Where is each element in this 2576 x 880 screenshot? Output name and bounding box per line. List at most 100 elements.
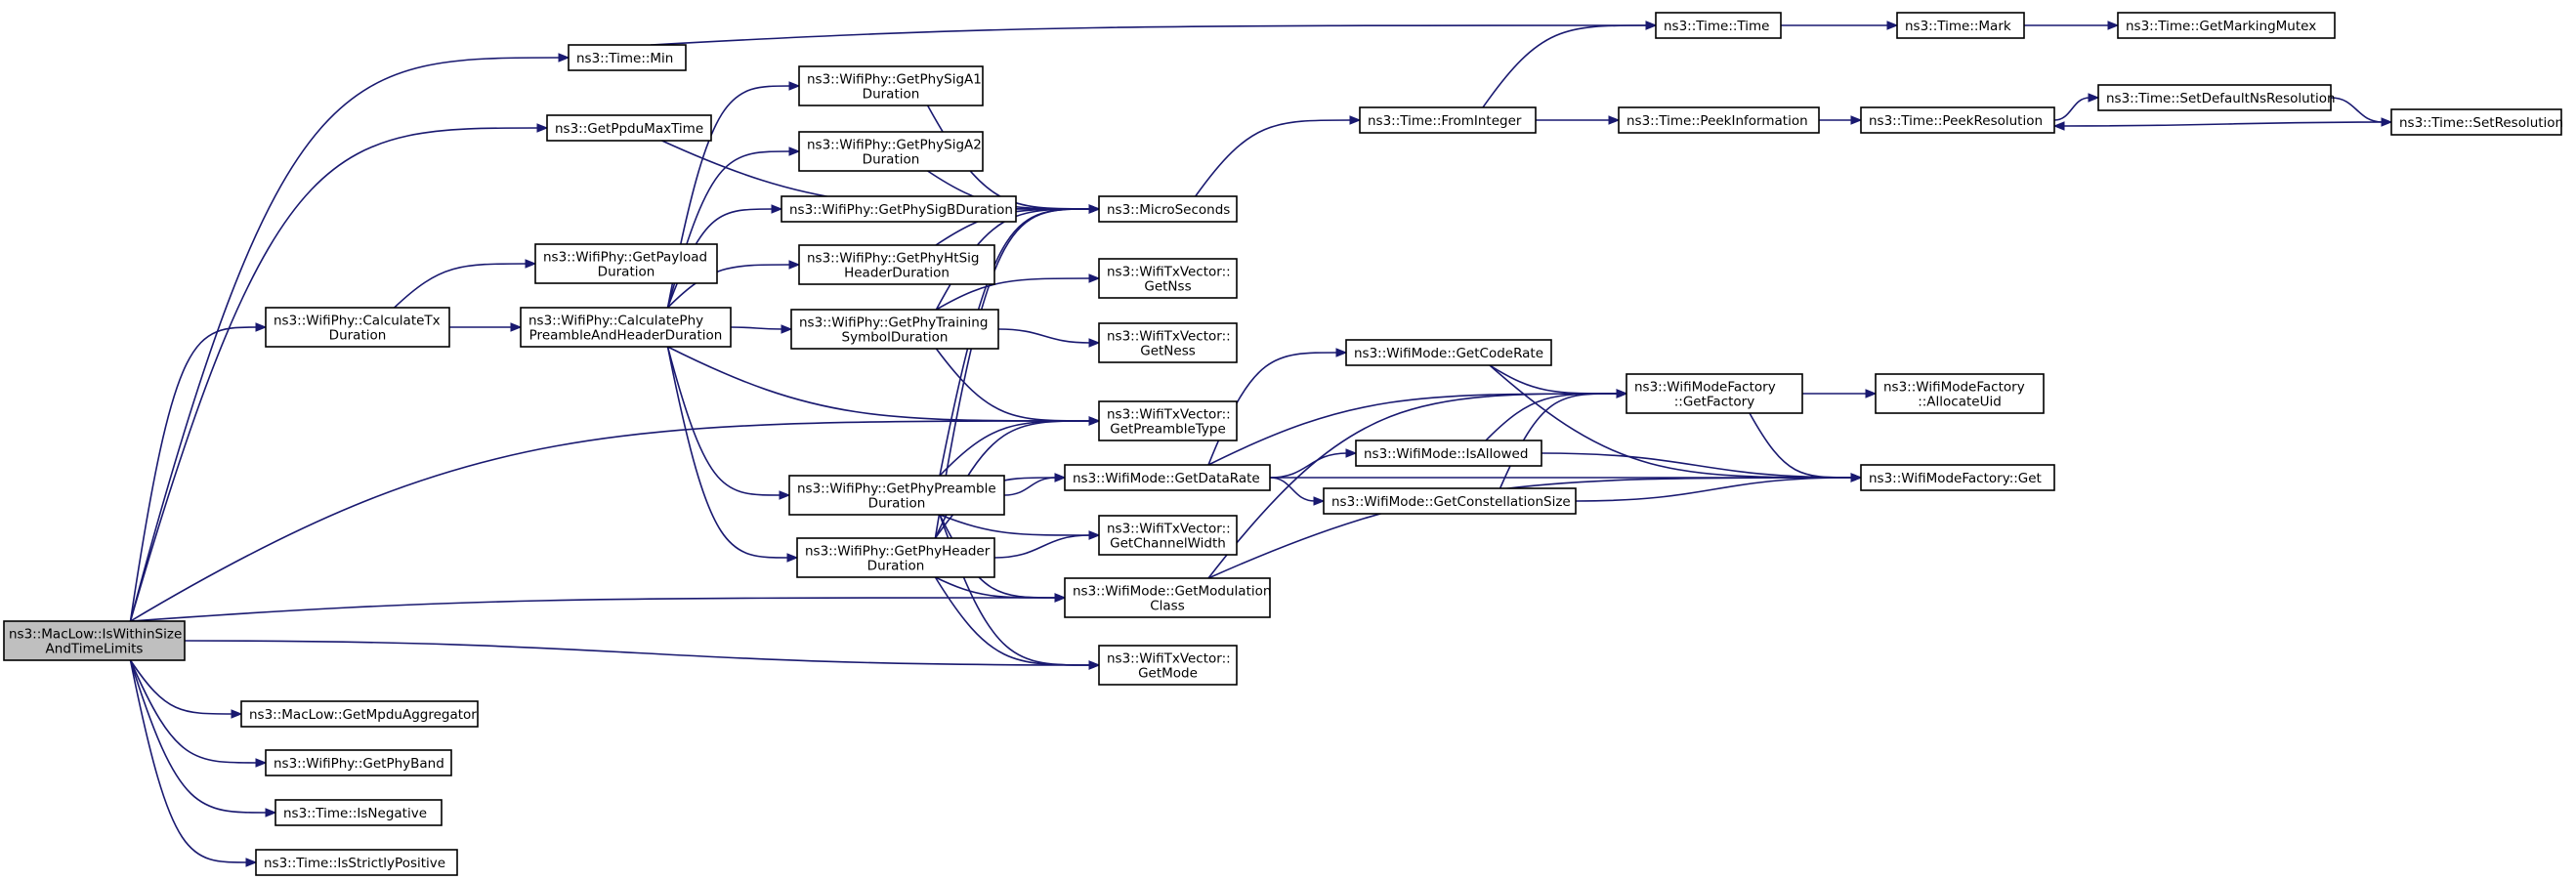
arrowhead bbox=[771, 204, 783, 214]
arrowhead bbox=[788, 147, 801, 156]
node-label: ns3::WifiMode::GetDataRate bbox=[1073, 471, 1260, 486]
node-micro[interactable]: ns3::MicroSeconds bbox=[1098, 195, 1238, 223]
edge-line bbox=[666, 264, 791, 309]
node-nss[interactable]: ns3::WifiTxVector::GetNss bbox=[1098, 258, 1238, 299]
node-dataRate[interactable]: ns3::WifiMode::GetDataRate bbox=[1064, 464, 1271, 491]
node-box bbox=[1860, 106, 2055, 134]
node-setDefault[interactable]: ns3::Time::SetDefaultNsResolution bbox=[2097, 84, 2336, 111]
node-setRes[interactable]: ns3::Time::SetResolution bbox=[2390, 108, 2563, 136]
arrowhead bbox=[265, 808, 277, 817]
arrowhead bbox=[255, 322, 268, 332]
node-box bbox=[798, 131, 984, 172]
node-box bbox=[265, 749, 452, 776]
node-label: HeaderDuration bbox=[844, 266, 950, 281]
node-factoryGet[interactable]: ns3::WifiModeFactory::Get bbox=[1860, 464, 2055, 491]
node-strictlyPos[interactable]: ns3::Time::IsStrictlyPositive bbox=[255, 849, 458, 876]
arrowhead bbox=[1088, 204, 1101, 214]
node-box bbox=[788, 475, 1005, 516]
arrowhead bbox=[1088, 530, 1101, 540]
edge-root-to-calcTx bbox=[129, 322, 268, 622]
arrowhead bbox=[1850, 473, 1863, 482]
node-label: GetChannelWidth bbox=[1110, 536, 1226, 552]
edge-line bbox=[1485, 393, 1619, 441]
node-label: ns3::Time::Time bbox=[1664, 19, 1769, 34]
node-training[interactable]: ns3::WifiPhy::GetPhyTrainingSymbolDurati… bbox=[790, 309, 999, 350]
edge-line bbox=[935, 277, 1091, 311]
node-peekInfo[interactable]: ns3::Time::PeekInformation bbox=[1618, 106, 1820, 134]
node-codeRate[interactable]: ns3::WifiMode::GetCodeRate bbox=[1345, 339, 1552, 366]
node-label: ::GetFactory bbox=[1674, 395, 1754, 410]
node-timeMark[interactable]: ns3::Time::Mark bbox=[1896, 12, 2025, 39]
node-peekRes[interactable]: ns3::Time::PeekResolution bbox=[1860, 106, 2055, 134]
node-label: ns3::WifiPhy::GetPhyHtSig bbox=[807, 251, 979, 267]
arrowhead bbox=[1645, 21, 1658, 30]
edge-training-to-nss bbox=[935, 273, 1101, 311]
edge-line bbox=[993, 534, 1091, 559]
node-box bbox=[2117, 12, 2336, 39]
edge-calcPhy-to-training bbox=[730, 324, 793, 334]
node-timeMin[interactable]: ns3::Time::Min bbox=[568, 44, 687, 71]
edge-root-to-strictlyPos bbox=[129, 659, 258, 867]
node-allocUid[interactable]: ns3::WifiModeFactory::AllocateUid bbox=[1875, 373, 2045, 414]
arrowhead bbox=[1088, 273, 1101, 283]
node-sigB[interactable]: ns3::WifiPhy::GetPhySigBDuration bbox=[781, 195, 1017, 223]
edge-line bbox=[939, 514, 1091, 536]
node-label: ns3::WifiPhy::GetPhyPreamble bbox=[797, 482, 996, 497]
node-fromInteger[interactable]: ns3::Time::FromInteger bbox=[1359, 106, 1537, 134]
edge-phyHeader-to-micro bbox=[934, 204, 1101, 539]
node-calcPhy[interactable]: ns3::WifiPhy::CalculatePhyPreambleAndHea… bbox=[520, 307, 732, 348]
node-preambleType[interactable]: ns3::WifiTxVector::GetPreambleType bbox=[1098, 400, 1238, 441]
node-box bbox=[1098, 195, 1238, 223]
edge-calcPhy-to-htSig bbox=[666, 260, 801, 309]
node-box bbox=[265, 307, 450, 348]
arrowhead bbox=[510, 322, 523, 332]
node-markingMutex[interactable]: ns3::Time::GetMarkingMutex bbox=[2117, 12, 2336, 39]
node-mpduAgg[interactable]: ns3::MacLow::GetMpduAggregator bbox=[240, 700, 479, 728]
node-label: ns3::WifiPhy::GetPhySigA1 bbox=[807, 72, 982, 88]
node-label: Duration bbox=[863, 152, 920, 168]
node-label: ns3::WifiPhy::GetPhyTraining bbox=[799, 315, 988, 331]
edge-line bbox=[666, 346, 781, 496]
edge-line bbox=[934, 208, 1091, 539]
node-label: ns3::Time::IsNegative bbox=[283, 806, 427, 821]
node-isAllowed[interactable]: ns3::WifiMode::IsAllowed bbox=[1355, 440, 1542, 467]
node-box bbox=[798, 65, 984, 106]
node-label: ns3::MacLow::IsWithinSize bbox=[9, 627, 182, 643]
node-label: ns3::MicroSeconds bbox=[1107, 202, 1230, 218]
node-ness[interactable]: ns3::WifiTxVector::GetNess bbox=[1098, 322, 1238, 363]
edge-line bbox=[1207, 393, 1619, 579]
node-box bbox=[1323, 487, 1577, 515]
node-isNegative[interactable]: ns3::Time::IsNegative bbox=[274, 799, 443, 826]
edge-line bbox=[666, 150, 791, 309]
node-constellation[interactable]: ns3::WifiMode::GetConstellationSize bbox=[1323, 487, 1577, 515]
edge-root-to-modClass bbox=[130, 593, 1067, 622]
arrowhead bbox=[1088, 338, 1101, 348]
edge-fromInteger-to-timeTime bbox=[1482, 21, 1658, 108]
edge-factory-to-allocUid bbox=[1802, 389, 1878, 398]
edge-phyHeader-to-modClass bbox=[935, 576, 1067, 603]
node-label: ns3::WifiTxVector:: bbox=[1107, 407, 1231, 423]
edge-line bbox=[394, 263, 528, 309]
node-timeTime[interactable]: ns3::Time::Time bbox=[1655, 12, 1782, 39]
arrowhead bbox=[2088, 93, 2100, 103]
edge-factory-to-factoryGet bbox=[1749, 412, 1863, 482]
arrowhead bbox=[255, 758, 268, 768]
node-channelWidth[interactable]: ns3::WifiTxVector::GetChannelWidth bbox=[1098, 515, 1238, 556]
edge-line bbox=[129, 326, 258, 622]
node-phyBand[interactable]: ns3::WifiPhy::GetPhyBand bbox=[265, 749, 452, 776]
edge-line bbox=[130, 597, 1057, 622]
node-getMode[interactable]: ns3::WifiTxVector::GetMode bbox=[1098, 645, 1238, 686]
edge-line bbox=[667, 346, 1091, 422]
edge-line bbox=[129, 659, 268, 814]
node-factory[interactable]: ns3::WifiModeFactory::GetFactory bbox=[1626, 373, 1803, 414]
node-ppduMax[interactable]: ns3::GetPpduMaxTime bbox=[546, 114, 712, 142]
